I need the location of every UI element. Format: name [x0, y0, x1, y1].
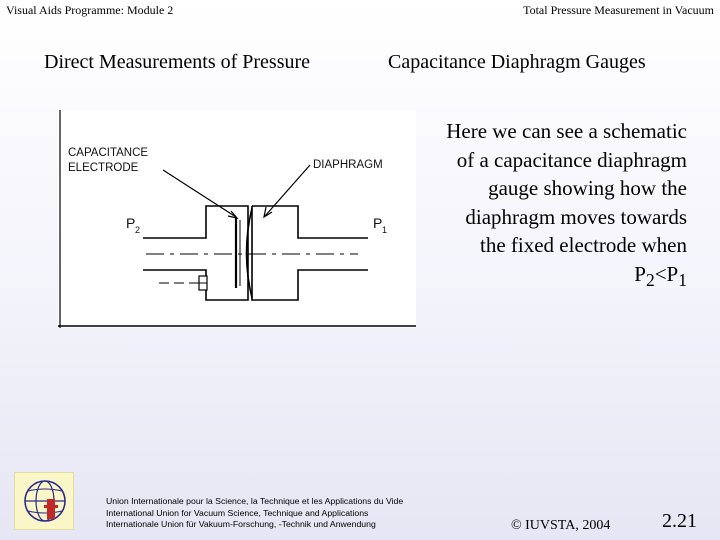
description-text: Here we can see a schematic of a capacit…	[437, 117, 687, 295]
gauge-body	[143, 205, 368, 301]
union-names: Union Internationale pour la Science, la…	[106, 496, 403, 531]
diaphragm-label: DIAPHRAGM	[313, 159, 383, 171]
section-title-left: Direct Measurements of Pressure	[44, 51, 311, 73]
gauge-schematic: CAPACITANCE ELECTRODE DIAPHRAGM P 2 P 1	[58, 110, 416, 328]
p2-label: P	[126, 215, 135, 231]
page-number: 2.21	[662, 510, 697, 532]
diaphragm-curve	[245, 207, 253, 299]
p1-subscript: 1	[382, 225, 387, 235]
p1-label: P	[373, 215, 382, 231]
electrode-label: ELECTRODE	[68, 162, 139, 174]
union-name-french: Union Internationale pour la Science, la…	[106, 496, 404, 506]
description-subscript-1: 1	[678, 270, 687, 291]
diaphragm-leader-line	[264, 164, 311, 217]
union-name-german: Internationale Union für Vakuum-Forschun…	[106, 519, 376, 530]
header-module-label: Visual Aids Programme: Module 2	[6, 3, 174, 17]
header-topic-label: Total Pressure Measurement in Vacuum	[523, 3, 714, 17]
union-name-english: International Union for Vacuum Science, …	[106, 507, 369, 518]
description-subscript-2: 2	[645, 270, 655, 291]
description-less-than: <P	[654, 261, 679, 286]
copyright-text: © IUVSTA, 2004	[511, 518, 611, 533]
capacitance-label: CAPACITANCE	[68, 147, 148, 159]
electrode-leader-line	[162, 169, 237, 218]
globe-icon	[24, 480, 66, 522]
iuvsta-logo	[14, 472, 74, 530]
gauge-schematic-figure: CAPACITANCE ELECTRODE DIAPHRAGM P 2 P 1	[58, 110, 416, 328]
description-body: Here we can see a schematic of a capacit…	[446, 119, 687, 286]
p2-subscript: 2	[135, 225, 140, 235]
section-title-right: Capacitance Diaphragm Gauges	[388, 51, 646, 73]
